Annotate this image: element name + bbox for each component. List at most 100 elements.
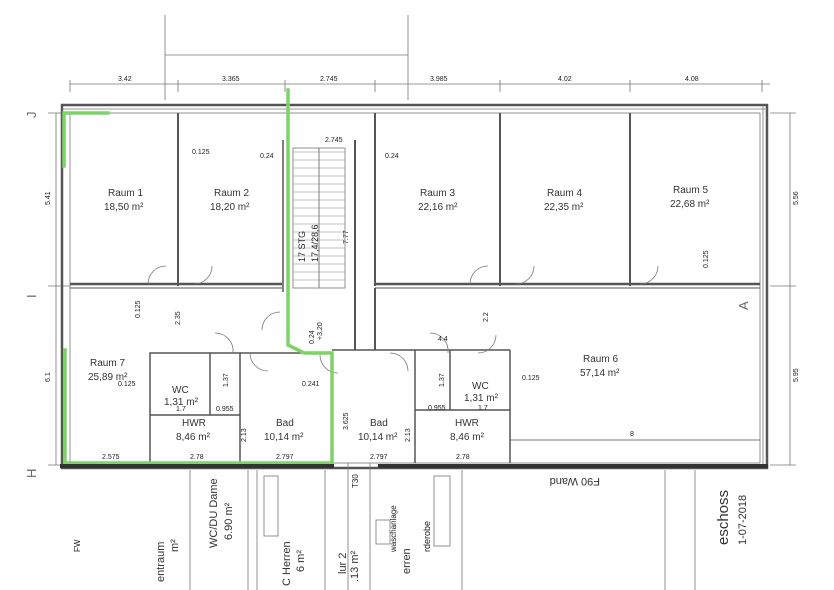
dim-2575: 2.575 (102, 454, 120, 461)
room-7-area: 25,89 m² (88, 372, 128, 383)
room-3-name: Raum 3 (420, 188, 455, 199)
dim-278-a: 2.78 (190, 454, 204, 461)
side-dim-left-top: 5.41 (45, 191, 52, 205)
dim-8: 8 (630, 431, 634, 438)
flur-area: .13 m² (349, 550, 361, 582)
dim-0125-d: 0.125 (118, 381, 136, 388)
t30-label: T30 (351, 474, 360, 488)
room-7-name: Raum 7 (90, 358, 125, 369)
room-1-area: 18,50 m² (104, 202, 144, 213)
hwr-right-name: HWR (455, 418, 479, 429)
top-dim-5: 4.02 (558, 76, 572, 83)
erren-label: erren (401, 548, 413, 574)
entraum-label: entraum (155, 542, 167, 582)
bad-right-name: Bad (370, 418, 388, 429)
dim-17-b: 1.7 (478, 405, 488, 412)
hwr-left-name: HWR (182, 418, 206, 429)
room-6-area: 57,14 m² (580, 368, 620, 379)
dim-213-a: 2.13 (241, 428, 248, 442)
dim-44: 4.4 (438, 336, 448, 343)
wc-left-area: 1,31 m² (164, 397, 199, 408)
dim-3625: 3.625 (343, 412, 350, 430)
hwr-left-area: 8,46 m² (176, 432, 211, 443)
room-4-area: 22,35 m² (544, 202, 584, 213)
axis-i: I (24, 294, 39, 298)
dim-024-b: 0.24 (385, 153, 399, 160)
side-dim-right-bottom: 5.95 (793, 368, 800, 382)
axis-a: A (736, 301, 751, 310)
inner-dimensions: 0.125 0.24 2.745 0.24 0.125 0.125 2.35 7… (102, 137, 710, 461)
dim-0125-a: 0.125 (192, 149, 210, 156)
room-2-area: 18,20 m² (210, 202, 250, 213)
wc-left-name: WC (172, 385, 189, 396)
herren-area: 6 m² (295, 550, 307, 572)
hwr-right-area: 8,46 m² (450, 432, 485, 443)
wc-right-area: 1,31 m² (464, 393, 499, 404)
dim-278-b: 2.78 (456, 454, 470, 461)
dim-0125-c: 0.125 (135, 300, 142, 318)
top-dim-2: 3.365 (222, 76, 240, 83)
dim-2797-b: 2.797 (370, 454, 388, 461)
dim-213-b: 2.13 (405, 428, 412, 442)
room-2-name: Raum 2 (214, 188, 249, 199)
highlight-line (62, 88, 334, 465)
doors (147, 265, 659, 374)
wc-right-name: WC (472, 381, 489, 392)
top-dim-3: 2.745 (320, 76, 338, 83)
dim-320: +3.20 (317, 322, 324, 340)
dim-0241: 0.241 (302, 381, 320, 388)
sheet-date: 1-07-2018 (737, 495, 749, 545)
dim-0955-a: 0.955 (216, 406, 234, 413)
room-5-name: Raum 5 (673, 185, 708, 196)
dim-137-a: 1.37 (223, 373, 230, 387)
entraum-area: m² (169, 539, 181, 552)
sheet-title: eschoss (715, 490, 732, 545)
room-3-area: 22,16 m² (418, 202, 458, 213)
dim-777: 7.77 (343, 230, 350, 244)
bad-right-area: 10,14 m² (358, 432, 398, 443)
wcdu-area: 6.90 m² (223, 502, 235, 540)
stair-steps: 17 STG (297, 231, 307, 262)
dim-2797-a: 2.797 (276, 454, 294, 461)
dim-137-b: 1.37 (439, 373, 446, 387)
room-4-name: Raum 4 (547, 188, 582, 199)
top-projection (164, 15, 409, 100)
side-dim-left-bottom: 6.1 (45, 372, 52, 382)
dim-22: 2.2 (483, 312, 490, 322)
interior-walls (70, 113, 760, 464)
room-labels: Raum 1 18,50 m² Raum 2 18,20 m² Raum 3 2… (88, 185, 710, 443)
top-dim-6: 4.08 (685, 76, 699, 83)
room-6-name: Raum 6 (583, 354, 618, 365)
dim-0125-b: 0.125 (703, 250, 710, 268)
top-dim-1: 3.42 (118, 76, 132, 83)
top-dim-4: 3.985 (430, 76, 448, 83)
wall-label: F90 Wand (550, 475, 600, 487)
bottom-wall (60, 463, 768, 590)
dim-17-a: 1.7 (176, 406, 186, 413)
room-1-name: Raum 1 (108, 188, 143, 199)
lower-area: F90 Wand eschoss 1-07-2018 FW entraum m²… (73, 474, 749, 586)
dim-235: 2.35 (175, 311, 182, 325)
axis-h: H (24, 469, 39, 478)
wasch-label: waschanlage (389, 505, 398, 553)
grid-axes: J I H A 5.41 6.1 5.56 5.95 (24, 112, 800, 479)
dim-024-a: 0.24 (260, 153, 274, 160)
bad-left-name: Bad (276, 418, 294, 429)
herren-label: C Herren (281, 541, 293, 586)
axis-j: J (24, 112, 39, 119)
staircase: 17 STG 17,4/28,6 (292, 147, 346, 289)
dim-024-c: 0.24 (309, 330, 316, 344)
dim-0955-b: 0.955 (428, 405, 446, 412)
fw-label: FW (73, 539, 82, 552)
room-5-area: 22,68 m² (670, 199, 710, 210)
garderobe-label: rderobe (422, 521, 432, 552)
bad-left-area: 10,14 m² (264, 432, 304, 443)
stair-ratio: 17,4/28,6 (310, 224, 320, 262)
top-dimension-line: 3.42 3.365 2.745 3.985 4.02 4.08 (69, 76, 770, 92)
flur-label: lur 2 (337, 553, 349, 574)
side-dim-right-top: 5.56 (793, 191, 800, 205)
wcdu-label: WC/DU Dame (208, 478, 220, 548)
dim-2745: 2.745 (325, 137, 343, 144)
dim-0125-e: 0.125 (522, 375, 540, 382)
